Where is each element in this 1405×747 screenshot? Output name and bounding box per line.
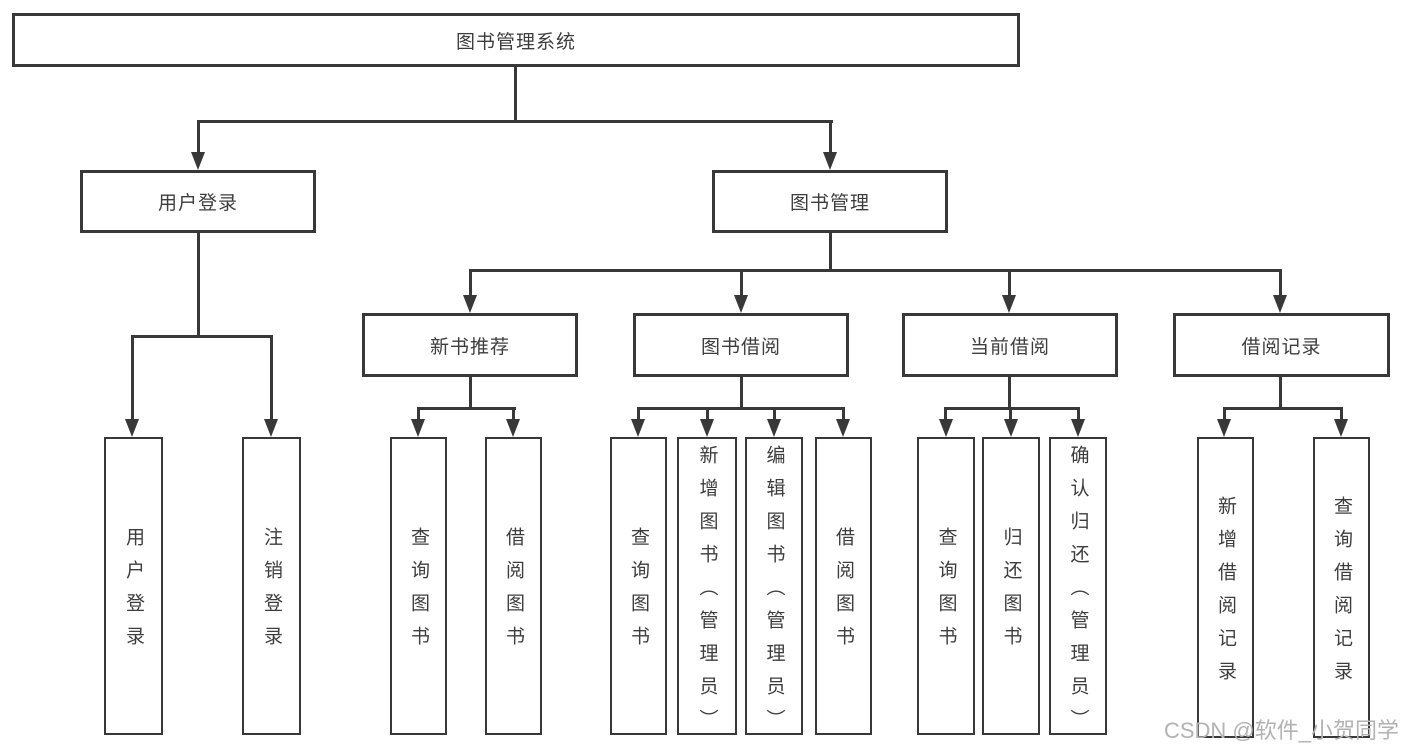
node-root-label: 图书管理系统	[455, 31, 576, 53]
arrowhead-queryrecord	[1334, 419, 1348, 437]
connector-currentborrow-rail	[944, 407, 1080, 410]
leaf-add-book-admin: 新增图书（管理员）	[677, 437, 737, 742]
connector-bookmgmt-stem	[829, 233, 832, 272]
arrowhead-leaf-userlogin	[125, 419, 139, 437]
connector-borrowrecords-rail	[1223, 407, 1343, 410]
leaf-query-book-1: 查询图书	[390, 437, 447, 735]
leaf-logout: 注销登录	[242, 437, 301, 735]
leaf-add-borrow-record: 新增借阅记录	[1197, 437, 1254, 738]
connector-drop-confirmreturn	[1077, 407, 1080, 421]
connector-drop-addrecord	[1223, 407, 1226, 421]
arrowhead-addrecord	[1217, 419, 1231, 437]
connector-userlogin-stem	[197, 233, 200, 338]
connector-root-rail	[197, 120, 833, 123]
leaf-confirm-return-admin: 确认归还（管理员）	[1049, 437, 1107, 742]
arrowhead-currentborrow	[1002, 295, 1016, 313]
connector-borrowrecords-stem	[1279, 377, 1282, 410]
node-book-management-label: 图书管理	[789, 193, 870, 214]
arrowhead-bookborrow	[734, 295, 748, 313]
node-book-management: 图书管理	[712, 170, 948, 233]
connector-drop-currentborrow	[1008, 269, 1011, 297]
node-user-login-label: 用户登录	[157, 193, 238, 214]
leaf-logout-label: 注销登录	[261, 527, 282, 659]
node-book-borrowing-label: 图书借阅	[700, 336, 781, 358]
connector-drop-leaf-userlogin	[131, 335, 134, 421]
connector-newbooks-stem	[469, 377, 472, 410]
connector-root-stem	[514, 67, 517, 123]
node-borrowing-records: 借阅记录	[1173, 313, 1390, 377]
connector-drop-user-login	[197, 120, 200, 154]
connector-drop-returnbook	[1009, 407, 1012, 421]
arrowhead-addbook	[700, 419, 714, 437]
arrowhead-query3	[939, 419, 953, 437]
leaf-borrow-book-2-label: 借阅图书	[833, 527, 854, 659]
leaf-add-book-admin-label: 新增图书（管理员）	[696, 444, 718, 742]
arrowhead-confirmreturn	[1071, 419, 1085, 437]
node-user-login: 用户登录	[80, 170, 316, 233]
connector-drop-bookborrow	[740, 269, 743, 297]
node-new-book-recommend-label: 新书推荐	[429, 336, 510, 358]
connector-bookborrow-stem	[740, 377, 743, 410]
connector-bookmgmt-rail	[469, 269, 1282, 272]
leaf-return-book: 归还图书	[982, 437, 1040, 735]
leaf-add-borrow-record-label: 新增借阅记录	[1215, 495, 1236, 694]
node-book-borrowing: 图书借阅	[633, 313, 849, 377]
arrowhead-query1	[411, 419, 425, 437]
connector-drop-borrow1	[512, 407, 515, 421]
arrowhead-query2	[631, 419, 645, 437]
connector-currentborrow-stem	[1008, 377, 1011, 410]
connector-drop-query1	[417, 407, 420, 421]
connector-drop-newbooks	[469, 269, 472, 297]
connector-newbooks-rail	[417, 407, 516, 410]
connector-userlogin-rail	[131, 335, 273, 338]
leaf-user-login-label: 用户登录	[123, 527, 144, 659]
node-new-book-recommend: 新书推荐	[362, 313, 578, 377]
leaf-borrow-book-1-label: 借阅图书	[503, 527, 524, 659]
leaf-query-book-1-label: 查询图书	[408, 527, 429, 659]
leaf-query-book-2: 查询图书	[610, 437, 667, 735]
connector-drop-query3	[944, 407, 947, 421]
leaf-user-login: 用户登录	[104, 437, 163, 735]
leaf-borrow-book-1: 借阅图书	[485, 437, 542, 735]
leaf-edit-book-admin: 编辑图书（管理员）	[745, 437, 803, 742]
leaf-query-book-3-label: 查询图书	[935, 527, 957, 659]
connector-drop-queryrecord	[1340, 407, 1343, 421]
arrowhead-borrowrecords	[1273, 295, 1287, 313]
node-current-borrowing-label: 当前借阅	[969, 336, 1050, 358]
leaf-query-borrow-record: 查询借阅记录	[1313, 437, 1370, 738]
arrowhead-leaf-logout	[264, 419, 278, 437]
connector-drop-query2	[637, 407, 640, 421]
leaf-edit-book-admin-label: 编辑图书（管理员）	[763, 444, 785, 742]
connector-drop-leaf-logout	[270, 335, 273, 421]
node-root: 图书管理系统	[12, 13, 1020, 67]
connector-drop-book-mgmt	[829, 120, 832, 154]
arrowhead-book-mgmt	[823, 152, 837, 170]
connector-drop-borrow2	[842, 407, 845, 421]
csdn-watermark: CSDN @软件_小贺同学	[1163, 718, 1399, 743]
leaf-confirm-return-admin-label: 确认归还（管理员）	[1067, 444, 1089, 742]
leaf-query-borrow-record-label: 查询借阅记录	[1331, 495, 1352, 694]
arrowhead-borrow1	[506, 419, 520, 437]
node-borrowing-records-label: 借阅记录	[1241, 336, 1322, 358]
arrowhead-returnbook	[1004, 419, 1018, 437]
connector-bookborrow-rail	[637, 407, 845, 410]
arrowhead-user-login	[191, 152, 205, 170]
leaf-return-book-label: 归还图书	[1000, 527, 1022, 659]
leaf-query-book-2-label: 查询图书	[628, 527, 649, 659]
leaf-query-book-3: 查询图书	[917, 437, 975, 735]
arrowhead-borrow2	[836, 419, 850, 437]
leaf-borrow-book-2: 借阅图书	[815, 437, 872, 735]
connector-drop-borrowrecords	[1279, 269, 1282, 297]
node-current-borrowing: 当前借阅	[902, 313, 1118, 377]
arrowhead-newbooks	[463, 295, 477, 313]
arrowhead-editbook	[767, 419, 781, 437]
connector-drop-addbook	[706, 407, 709, 421]
connector-drop-editbook	[773, 407, 776, 421]
